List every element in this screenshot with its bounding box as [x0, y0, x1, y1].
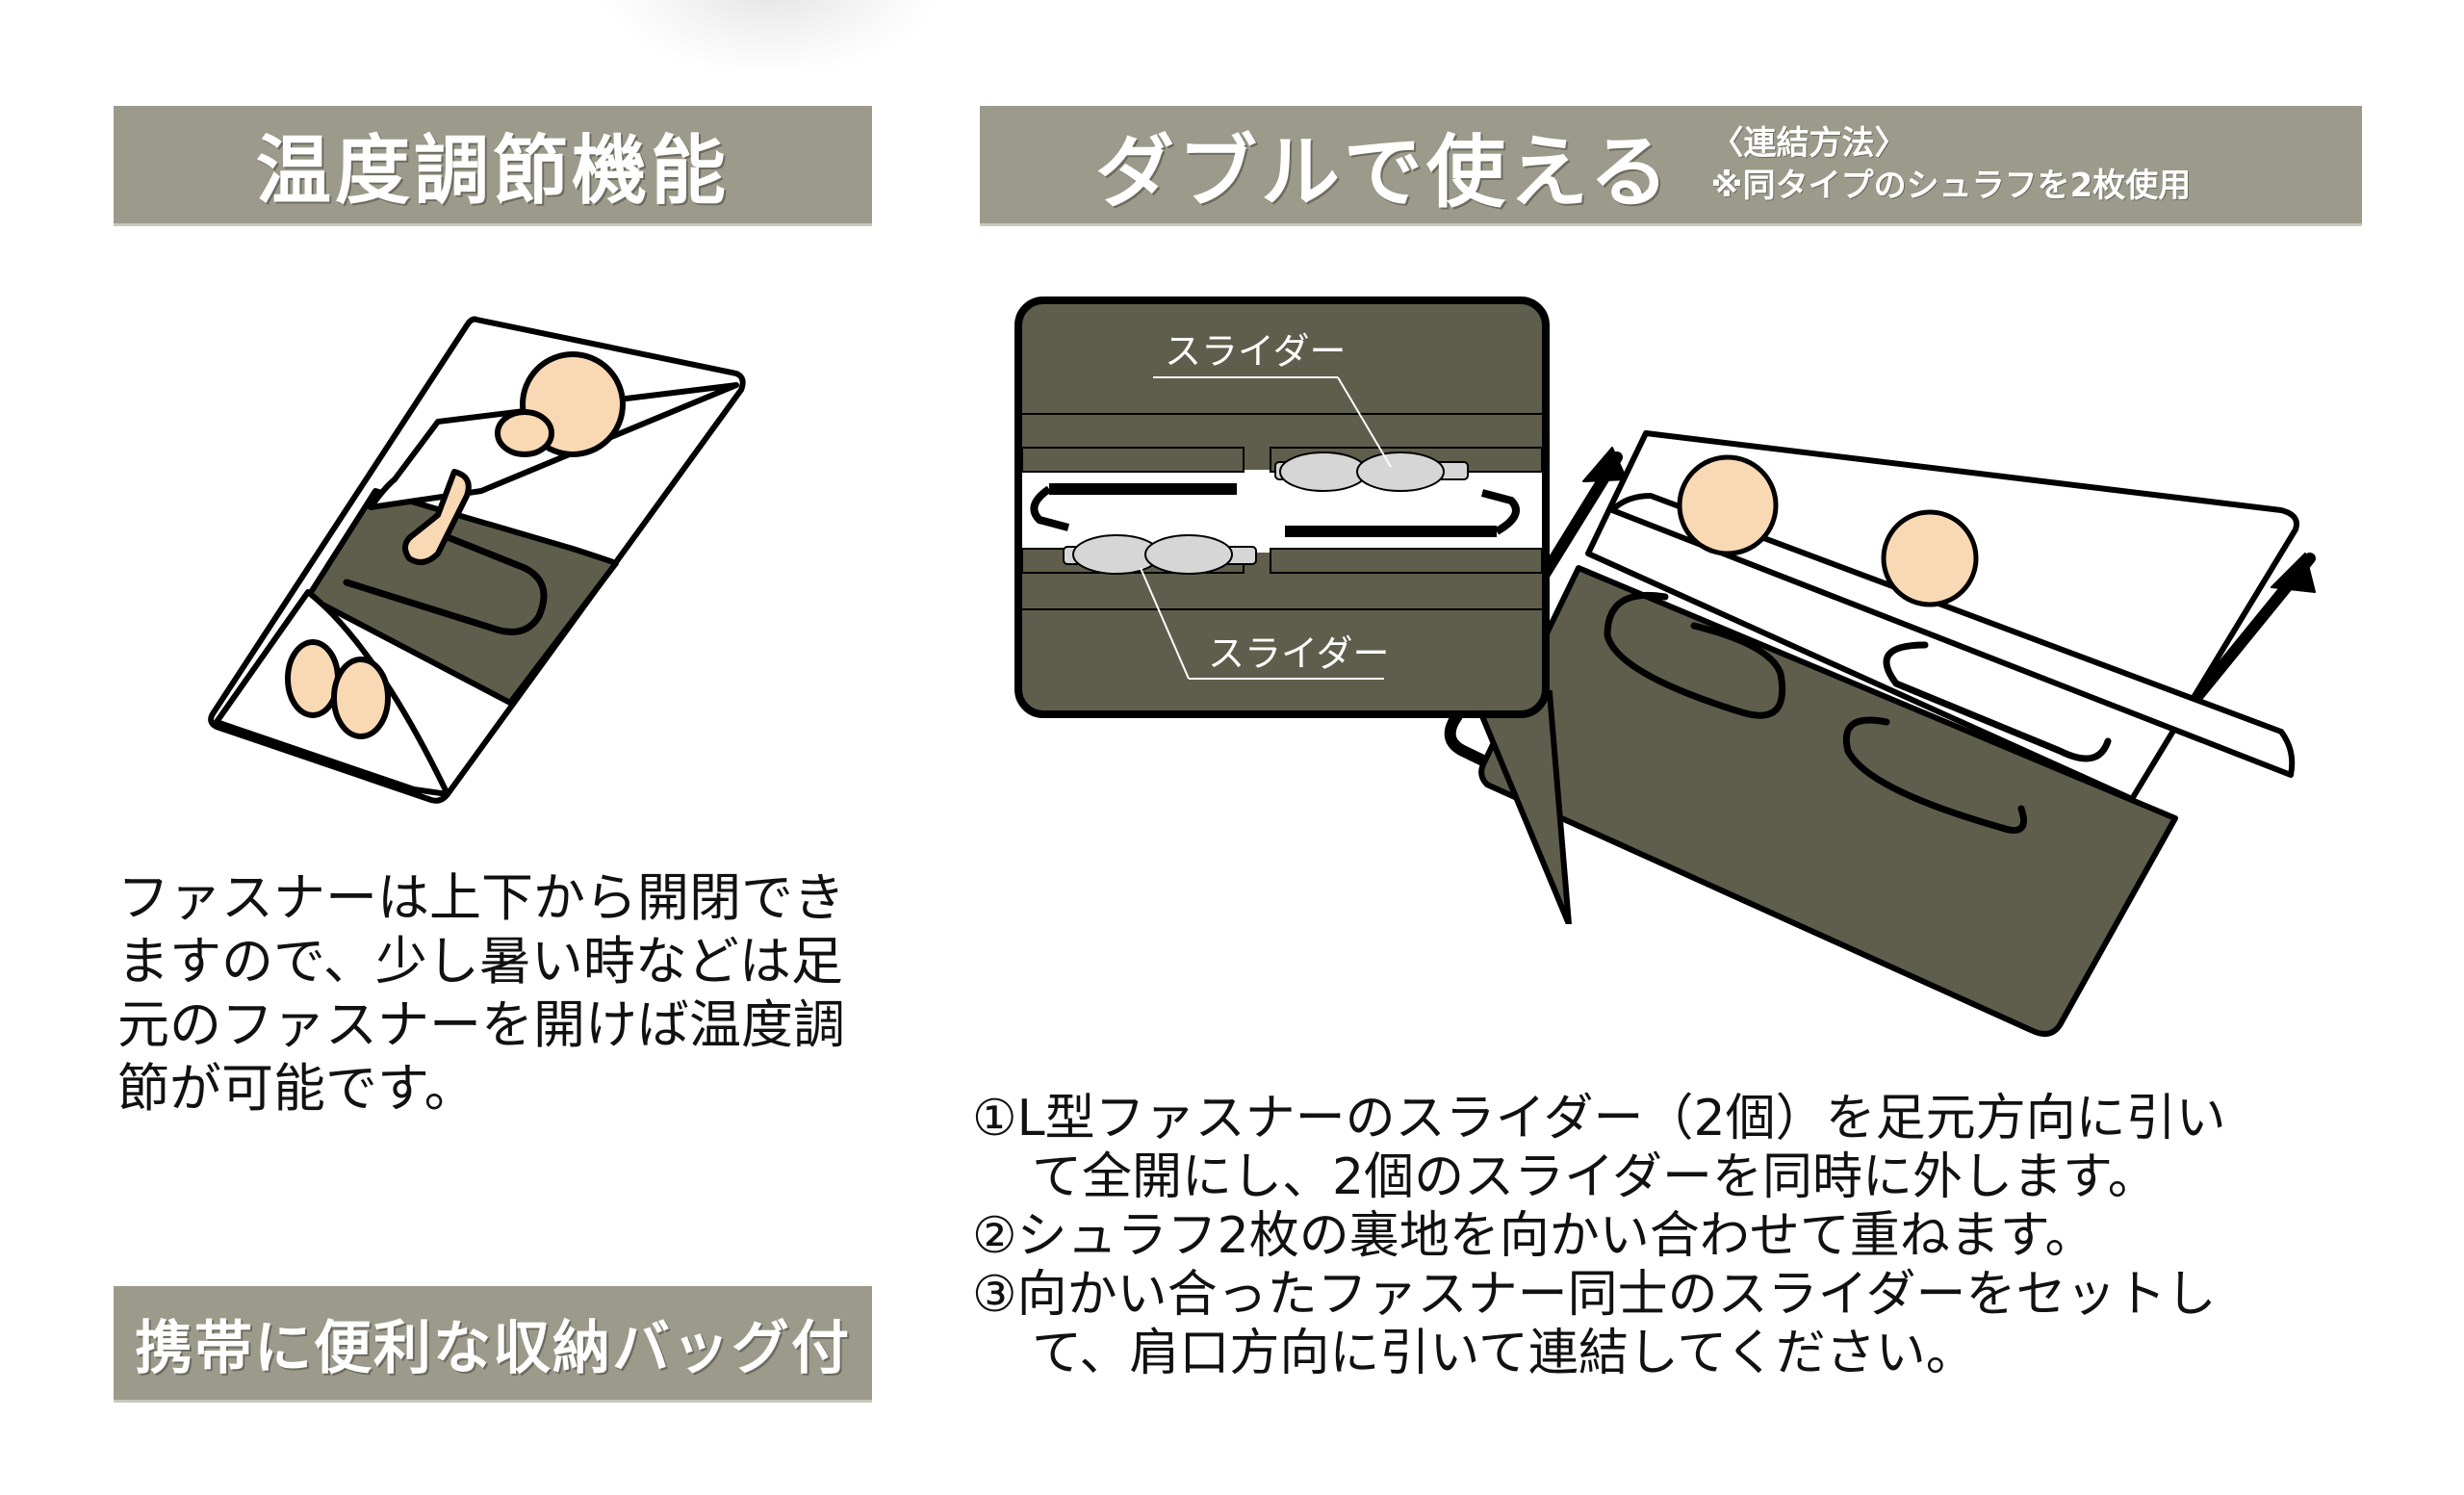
- chin: [495, 409, 554, 457]
- double-sleeping-bag-icon: [1444, 430, 2316, 1037]
- step-2-line-1: ②シュラフ2枚の裏地を向かい合わせて重ねます。: [972, 1207, 2095, 1265]
- slider-top: [1274, 451, 1469, 492]
- zipper-detail-callout: スライダー スライダー: [1014, 296, 1572, 924]
- temperature-description: ファスナーは上下から開閉でき ますので、少し暑い時などは足 元のファスナーを開け…: [117, 866, 887, 1121]
- step-3-line-2: て、肩口方向に引いて連結してください。: [1032, 1325, 1976, 1382]
- double-use-subtitle-block: 〈連結方法〉 ※同タイプのシュラフを2枚使用: [1711, 122, 2192, 207]
- double-use-section-banner: ダブルで使える 〈連結方法〉 ※同タイプのシュラフを2枚使用: [980, 106, 2362, 223]
- connection-steps: ①L型ファスナーのスライダー（2個）を足元方向に引い て全開にし、2個のスライダ…: [972, 1090, 2358, 1383]
- double-use-section-title: ダブルで使える: [1095, 126, 1673, 219]
- same-type-note: ※同タイプのシュラフを2枚使用: [1710, 167, 2192, 205]
- fold-cover: [1609, 493, 2296, 778]
- bag-olive-body: [1478, 565, 2178, 1037]
- return-arrow-right: [1480, 489, 1520, 535]
- head-1: [1677, 454, 1779, 556]
- callout-pointer: [1468, 690, 1572, 924]
- single-sleeping-bag-icon: [208, 316, 746, 804]
- bag-olive-band: [305, 488, 619, 706]
- arrow-head-top-left: [1582, 447, 1628, 482]
- heat-channel-2: [1883, 641, 2112, 762]
- head-2: [1881, 509, 1979, 607]
- arrow-head-top-right: [2271, 553, 2316, 593]
- temperature-section-banner: 温度調節機能: [114, 106, 872, 223]
- description-line: ファスナーは上下から開閉でき: [117, 867, 845, 928]
- background-glow: [597, 0, 943, 77]
- description-line: ますので、少し暑い時などは足: [117, 931, 843, 992]
- slider-label-bottom: スライダー: [1208, 632, 1389, 675]
- heat-channel-3: [1843, 716, 2027, 834]
- heat-channel: [343, 526, 548, 635]
- storage-bag-banner: 携帯に便利な収納バッグ付: [114, 1286, 872, 1400]
- arm: [402, 469, 472, 565]
- storage-bag-title: 携帯に便利な収納バッグ付: [135, 1314, 851, 1382]
- description-line: 元のファスナーを開けば温度調: [117, 994, 845, 1055]
- foot-left: [285, 639, 341, 718]
- step-1-line-2: て全開にし、2個のスライダーを同時に外します。: [1032, 1148, 2158, 1206]
- slider-label-top: スライダー: [1165, 330, 1346, 373]
- description-line: 節が可能です。: [117, 1058, 476, 1119]
- step-1-line-1: ①L型ファスナーのスライダー（2個）を足元方向に引い: [972, 1090, 2226, 1147]
- slider-bottom: [1063, 534, 1257, 575]
- foot-right: [331, 657, 391, 739]
- connection-method-label: 〈連結方法〉: [1710, 124, 1908, 163]
- temperature-section-title: 温度調節機能: [255, 128, 730, 215]
- step-3-line-1: ③向かい合ったファスナー同士のスライダーをセットし: [972, 1266, 2217, 1324]
- heat-channel-1: [1604, 591, 1786, 719]
- return-arrow-left: [1030, 485, 1070, 531]
